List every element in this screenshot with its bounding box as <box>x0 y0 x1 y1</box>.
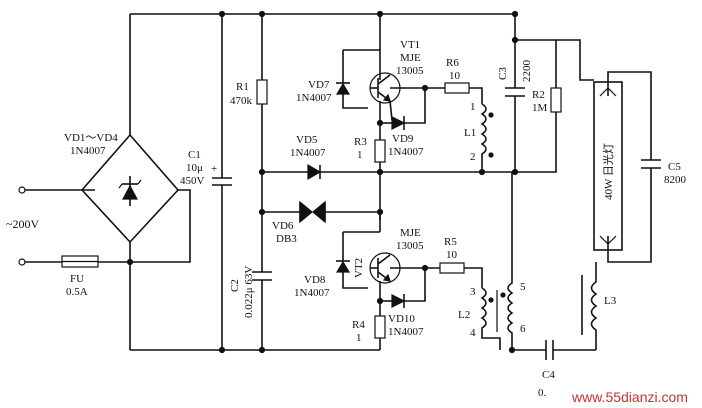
label-l1-pin1: 1 <box>470 101 476 113</box>
label-r6-name: R6 <box>446 57 459 69</box>
label-r6-value: 10 <box>449 70 461 82</box>
vt2-collector-wire <box>342 172 381 255</box>
resistor-r5 <box>390 262 483 288</box>
label-c3-value: 2200 <box>521 60 533 83</box>
label-c4-value: 0. <box>538 387 547 399</box>
label-vd6-part: DB3 <box>276 233 297 245</box>
label-fu-rating: 0.5A <box>66 286 88 298</box>
diode-vd9 <box>380 88 426 130</box>
resistor-r3 <box>374 139 386 172</box>
label-c5-name: C5 <box>668 161 681 173</box>
label-l1-pin2: 2 <box>470 151 476 163</box>
label-c1-plus: + <box>211 163 217 175</box>
label-vd9-name: VD9 <box>392 133 414 145</box>
diode-vd5 <box>307 163 322 181</box>
label-l2-pin6: 6 <box>520 323 526 335</box>
label-vd1-vd4: VD1～VD4 <box>64 132 118 144</box>
label-vd10-name: VD10 <box>388 313 415 325</box>
label-l2-pin3: 3 <box>470 286 476 298</box>
fuse-fu <box>61 255 99 268</box>
resistor-r4 <box>374 315 386 350</box>
label-vt2-part: 13005 <box>396 240 424 252</box>
label-l2-pin5: 5 <box>520 281 526 293</box>
label-c1-volt: 450V <box>180 175 205 187</box>
label-c2-name: C2 <box>229 279 241 292</box>
label-vd5-name: VD5 <box>296 134 318 146</box>
label-vd8-part: 1N4007 <box>294 287 330 299</box>
label-r5-value: 10 <box>446 249 458 261</box>
label-c3-name: C3 <box>497 67 509 80</box>
label-vd8-name: VD8 <box>304 274 326 286</box>
label-vd9-part: 1N4007 <box>388 146 424 158</box>
transistor-vt1 <box>369 50 401 121</box>
label-l2-pin4: 4 <box>470 327 476 339</box>
label-vt1-name: VT1 <box>400 39 420 51</box>
resistor-r1 <box>256 14 268 272</box>
label-vt2-type: MJE <box>400 227 421 239</box>
label-vt1-part: 13005 <box>396 65 424 77</box>
label-vd7-part: 1N4007 <box>296 92 332 104</box>
label-mains: ~200V <box>6 217 39 231</box>
label-vd5-part: 1N4007 <box>290 147 326 159</box>
diode-vd7 <box>335 78 368 109</box>
coil-l2-secondary <box>496 172 514 350</box>
label-c1-name: C1 <box>188 149 201 161</box>
label-fu-name: FU <box>70 273 84 285</box>
label-r2-name: R2 <box>532 89 545 101</box>
label-lamp: 40W 日光灯 <box>601 143 615 200</box>
coil-l2-primary <box>480 287 501 350</box>
label-r1-value: 470k <box>230 95 253 107</box>
label-l3-name: L3 <box>604 295 617 307</box>
label-l2-name: L2 <box>458 309 470 321</box>
label-vd7-name: VD7 <box>308 79 330 91</box>
vt1-collector-wire <box>342 14 381 78</box>
label-r3-name: R3 <box>354 136 367 148</box>
label-c5-value: 8200 <box>664 174 687 186</box>
watermark: www.55dianzi.com <box>571 389 688 405</box>
label-r5-name: R5 <box>444 236 457 248</box>
label-r4-name: R4 <box>352 319 365 331</box>
label-r4-value: 1 <box>356 332 362 344</box>
label-c1-cap: 10μ <box>186 162 203 174</box>
label-r2-value: 1M <box>532 102 548 114</box>
capacitor-c1 <box>212 14 232 350</box>
diode-vd8 <box>335 255 368 289</box>
label-vt2-name: VT2 <box>353 258 365 278</box>
label-c4-name: C4 <box>542 369 555 381</box>
capacitor-c2 <box>252 271 272 350</box>
label-r1-name: R1 <box>236 81 249 93</box>
label-vd10-part: 1N4007 <box>388 326 424 338</box>
label-vd6-name: VD6 <box>272 220 294 232</box>
label-vt1-type: MJE <box>400 52 421 64</box>
coil-l1 <box>480 103 494 172</box>
capacitor-c3 <box>505 14 525 172</box>
capacitor-c4 <box>512 340 596 360</box>
bridge-rectifier <box>80 14 191 263</box>
resistor-r6 <box>390 82 483 104</box>
junction-dots <box>126 10 519 354</box>
diode-vd10 <box>380 268 426 308</box>
label-bridge-part: 1N4007 <box>70 145 106 157</box>
diac-vd6 <box>262 200 381 224</box>
capacitor-c5 <box>607 71 661 263</box>
label-l1-name: L1 <box>464 127 476 139</box>
coil-l3 <box>581 262 598 350</box>
label-r3-value: 1 <box>357 149 363 161</box>
lamp-top-wire <box>556 39 594 81</box>
label-c2-value: 0.022μ 63V <box>243 266 255 318</box>
